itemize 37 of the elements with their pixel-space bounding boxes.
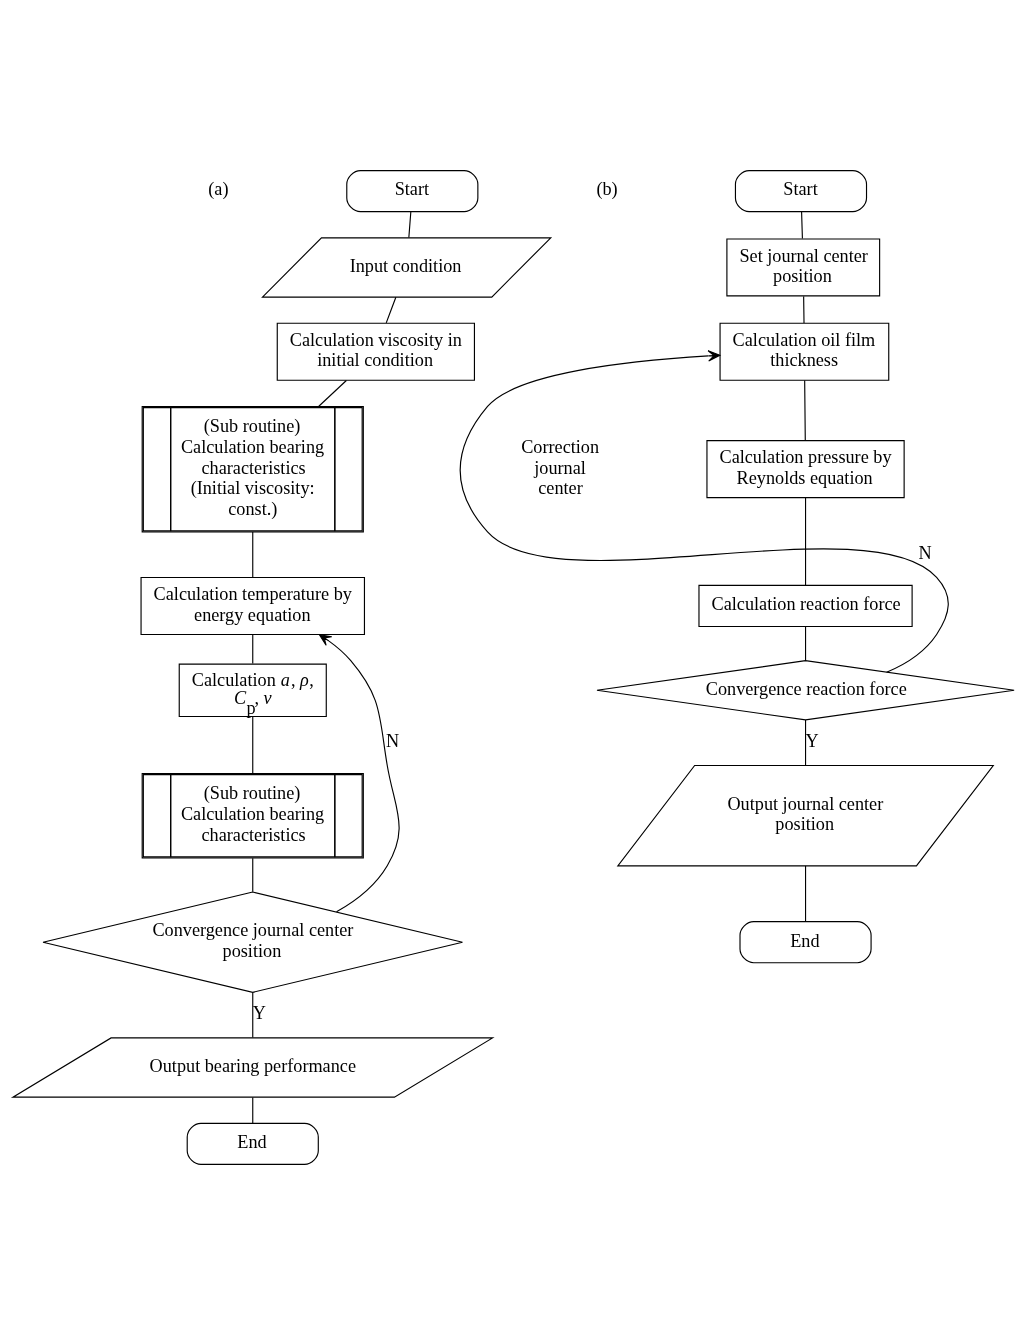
arrow <box>459 350 949 673</box>
edge-label: N <box>918 542 932 563</box>
connector <box>804 497 807 586</box>
connector <box>804 625 807 662</box>
node-box: Calculation reaction force <box>698 584 913 628</box>
label: (b) <box>596 179 618 200</box>
edge-label: Y <box>252 1003 266 1024</box>
connector <box>252 634 254 665</box>
edge-label: N <box>386 731 400 752</box>
label: (a) <box>208 179 229 200</box>
connector <box>252 857 254 893</box>
node-box: End <box>186 1122 319 1165</box>
node-box: End <box>739 921 872 964</box>
node-box: Calculation pressure by Reynolds equation <box>706 440 905 499</box>
connector <box>252 531 254 578</box>
node-box: Set journal center position <box>726 238 881 297</box>
node-box: Calculation temperature by energy equation <box>140 576 365 636</box>
connector <box>318 379 347 407</box>
connector <box>804 379 806 441</box>
connector <box>804 865 807 922</box>
connector <box>385 296 397 324</box>
node-box: Start <box>346 170 479 213</box>
connector <box>408 211 412 239</box>
connector <box>801 211 803 240</box>
node-box: Calculation oil film thickness <box>719 322 890 381</box>
arrow <box>318 634 400 913</box>
node-diamond: Convergence journal center position <box>42 891 464 993</box>
node-box: Calculation viscosity in initial condition <box>276 322 475 381</box>
connector <box>803 295 805 324</box>
connector <box>252 1097 254 1124</box>
node-diamond: Convergence reaction force <box>596 660 1015 721</box>
node-box: Start <box>734 170 868 213</box>
label: Correction journal center <box>521 436 600 499</box>
connector <box>252 716 254 774</box>
connector <box>252 992 254 1039</box>
edge-label: Y <box>805 731 819 752</box>
connector <box>804 719 807 766</box>
